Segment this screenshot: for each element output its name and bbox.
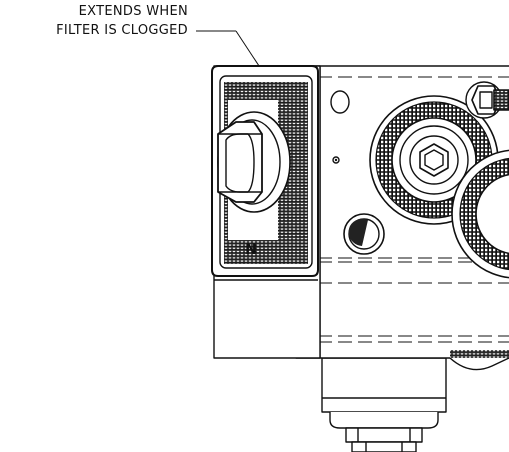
knurled-knob-upper bbox=[369, 95, 499, 225]
bottom-stem bbox=[321, 357, 447, 452]
port-label-n: N bbox=[245, 242, 257, 258]
left-cover-plate: N bbox=[211, 65, 321, 359]
small-features bbox=[330, 90, 350, 164]
hex-plug bbox=[217, 111, 291, 213]
top-right-fitting bbox=[465, 81, 509, 119]
callout-line-1: EXTENDS WHEN bbox=[78, 4, 188, 19]
callout-line-2: FILTER IS CLOGGED bbox=[56, 23, 188, 38]
knurled-knob-lower bbox=[451, 149, 509, 279]
clog-indicator bbox=[343, 213, 385, 255]
